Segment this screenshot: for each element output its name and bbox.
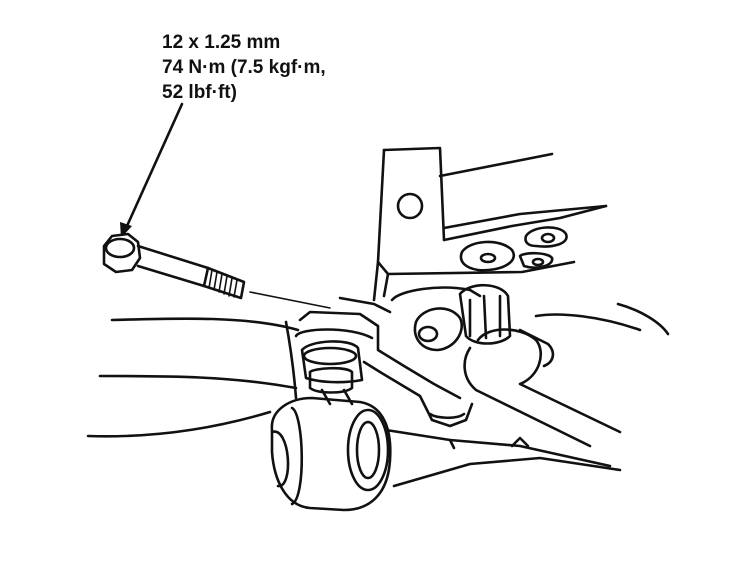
torque-lbf-label: 52 lbf·ft): [162, 82, 237, 103]
bolt-size-label: 12 x 1.25 mm: [162, 32, 281, 53]
bolt-path-line: [249, 291, 331, 309]
lower-control-arm: [294, 310, 622, 488]
torque-spec-callout: 12 x 1.25 mm 74 N·m (7.5 kgf·m, 52 lbf·f…: [162, 30, 326, 105]
torque-nm-label: 74 N·m (7.5 kgf·m,: [162, 57, 326, 78]
subframe-bracket: [372, 146, 608, 302]
leader-arrow: [120, 102, 184, 238]
stabilizer-bar: [390, 283, 642, 448]
flange-bolt: [102, 232, 246, 300]
arm-bushing: [270, 340, 392, 512]
body-panel-lines: [86, 296, 670, 438]
